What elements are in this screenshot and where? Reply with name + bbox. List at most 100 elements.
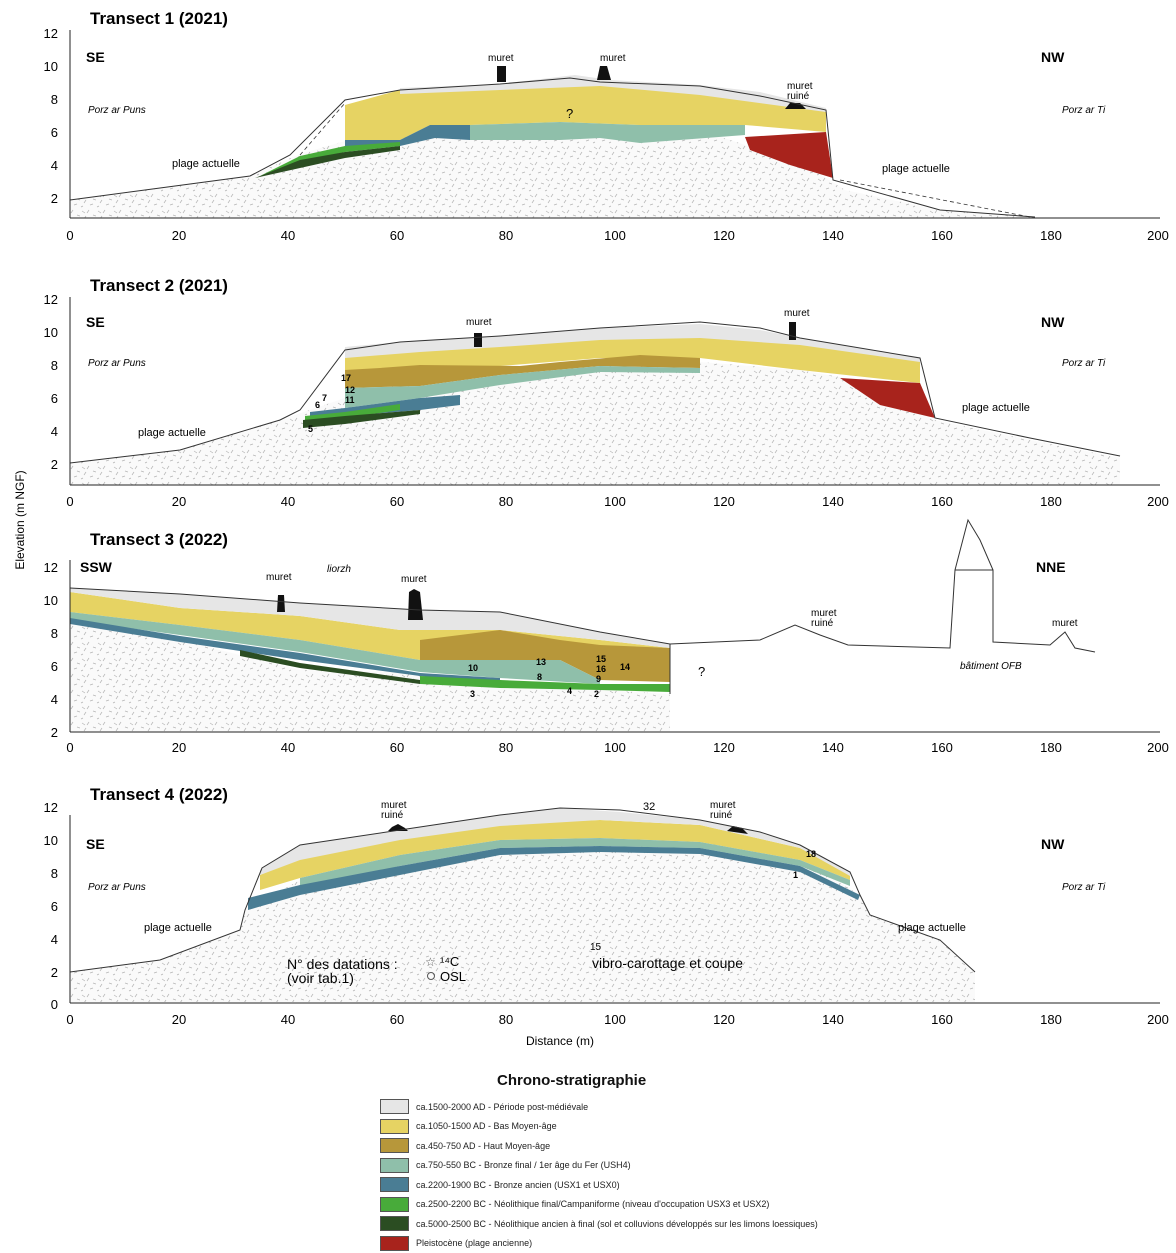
- t3-xtick-20: 20: [172, 740, 186, 755]
- t3-xtick-0: 0: [66, 740, 73, 755]
- t2-ytick-12: 12: [44, 292, 58, 307]
- t2-xtick-100: 100: [604, 494, 626, 509]
- t4-xtick-80: 80: [499, 1012, 513, 1027]
- t1-dir-left: SE: [86, 49, 105, 65]
- t1-xtick-160: 160: [931, 228, 953, 243]
- t2-beach-right: plage actuelle: [962, 402, 1030, 414]
- legend-items: ca.1500-2000 AD - Période post-médiévale…: [380, 1097, 980, 1253]
- t3-sample-14: 14: [620, 662, 630, 672]
- t1-dir-right: NW: [1041, 49, 1065, 65]
- t4-dir-left: SE: [86, 836, 105, 852]
- t4-place-left: Porz ar Puns: [88, 882, 146, 893]
- transect-4-panel: Transect 4 (2022) 12 10 8 6 4 2 0 0 20 4…: [44, 785, 1169, 1048]
- t4-ytick-2: 2: [51, 965, 58, 980]
- t3-ytick-6: 6: [51, 659, 58, 674]
- t1-xtick-140: 140: [822, 228, 844, 243]
- t3-liorzh: liorzh: [327, 564, 351, 575]
- t3-sample-13: 13: [536, 657, 546, 667]
- t3-sample-10: 10: [468, 663, 478, 673]
- t1-place-right: Porz ar Ti: [1062, 105, 1106, 116]
- t4-xtick-40: 40: [281, 1012, 295, 1027]
- dating-key-ref: (voir tab.1): [287, 970, 354, 986]
- t3-question: ?: [698, 664, 705, 679]
- t4-ytick-8: 8: [51, 866, 58, 881]
- t3-sample-9: 9: [596, 674, 601, 684]
- transect-2-panel: Transect 2 (2021) 12 10 8 6 4 2 0 20 40 …: [44, 276, 1169, 509]
- dating-key-star-icon: ☆: [425, 955, 436, 969]
- t1-ytick-8: 8: [51, 92, 58, 107]
- t3-sample-2: 2: [594, 689, 599, 699]
- legend-item: ca.2500-2200 BC - Néolithique final/Camp…: [380, 1195, 980, 1215]
- legend-swatch: [380, 1158, 409, 1173]
- t3-xtick-120: 120: [713, 740, 735, 755]
- t3-dir-left: SSW: [80, 559, 113, 575]
- t1-xtick-60: 60: [390, 228, 404, 243]
- t2-ytick-6: 6: [51, 391, 58, 406]
- legend-label: ca.2500-2200 BC - Néolithique final/Camp…: [416, 1199, 769, 1209]
- legend-label: Pleistocène (plage ancienne): [416, 1238, 532, 1248]
- transect-2-title: Transect 2 (2021): [90, 276, 228, 295]
- t4-ytick-0: 0: [51, 997, 58, 1012]
- legend-item: ca.2200-1900 BC - Bronze ancien (USX1 et…: [380, 1175, 980, 1195]
- t2-sample-12: 12: [345, 385, 355, 395]
- legend-label: ca.1500-2000 AD - Période post-médiévale: [416, 1102, 588, 1112]
- t2-dir-left: SE: [86, 314, 105, 330]
- core-key-number: 15: [590, 942, 602, 953]
- t3-building: bâtiment OFB: [960, 661, 1022, 672]
- t3-ytick-12: 12: [44, 560, 58, 575]
- t3-ytick-4: 4: [51, 692, 58, 707]
- t1-xtick-100: 100: [604, 228, 626, 243]
- t4-xtick-160: 160: [931, 1012, 953, 1027]
- t4-number-32: 32: [643, 801, 655, 813]
- t4-ytick-12: 12: [44, 800, 58, 815]
- t3-dir-right: NNE: [1036, 559, 1066, 575]
- t3-xtick-100: 100: [604, 740, 626, 755]
- legend-swatch: [380, 1119, 409, 1134]
- t1-ytick-4: 4: [51, 158, 58, 173]
- t3-wall-3: muret: [1052, 618, 1078, 629]
- transect-1-panel: Transect 1 (2021) 12 10 8 6 4 2 0 20: [44, 9, 1169, 243]
- t3-ytick-8: 8: [51, 626, 58, 641]
- t1-ytick-2: 2: [51, 191, 58, 206]
- t4-xtick-180: 180: [1040, 1012, 1062, 1027]
- core-key-label: vibro-carottage et coupe: [592, 955, 743, 971]
- t4-xtick-20: 20: [172, 1012, 186, 1027]
- t1-ytick-12: 12: [44, 26, 58, 41]
- t3-sample-4: 4: [567, 686, 572, 696]
- t4-ytick-4: 4: [51, 932, 58, 947]
- t1-xtick-80: 80: [499, 228, 513, 243]
- legend-label: ca.750-550 BC - Bronze final / 1er âge d…: [416, 1160, 631, 1170]
- t3-ytick-2: 2: [51, 725, 58, 740]
- t3-xtick-80: 80: [499, 740, 513, 755]
- t4-xtick-200: 200: [1147, 1012, 1169, 1027]
- legend-item: ca.750-550 BC - Bronze final / 1er âge d…: [380, 1156, 980, 1176]
- t3-xtick-140: 140: [822, 740, 844, 755]
- legend-item: ca.1500-2000 AD - Période post-médiévale: [380, 1097, 980, 1117]
- t2-xtick-80: 80: [499, 494, 513, 509]
- t2-xtick-40: 40: [281, 494, 295, 509]
- t1-xtick-20: 20: [172, 228, 186, 243]
- t4-ytick-6: 6: [51, 899, 58, 914]
- t2-place-right: Porz ar Ti: [1062, 358, 1106, 369]
- t1-xtick-120: 120: [713, 228, 735, 243]
- legend-label: ca.2200-1900 BC - Bronze ancien (USX1 et…: [416, 1180, 620, 1190]
- transect-4-title: Transect 4 (2022): [90, 785, 228, 804]
- t2-sample-7: 7: [322, 393, 327, 403]
- legend-swatch: [380, 1216, 409, 1231]
- transect-3-title: Transect 3 (2022): [90, 530, 228, 549]
- t1-xtick-200: 200: [1147, 228, 1169, 243]
- transect-1-title: Transect 1 (2021): [90, 9, 228, 28]
- t2-sample-6: 6: [315, 400, 320, 410]
- legend-label: ca.450-750 AD - Haut Moyen-âge: [416, 1141, 550, 1151]
- dating-key-c14: ¹⁴C: [440, 954, 459, 969]
- chronostratigraphy-legend: Chrono-stratigraphie ca.1500-2000 AD - P…: [380, 1072, 980, 1253]
- t2-sample-17: 17: [341, 373, 351, 383]
- t1-place-left: Porz ar Puns: [88, 105, 146, 116]
- legend-swatch: [380, 1138, 409, 1153]
- t1-xtick-0: 0: [66, 228, 73, 243]
- t4-xtick-100: 100: [604, 1012, 626, 1027]
